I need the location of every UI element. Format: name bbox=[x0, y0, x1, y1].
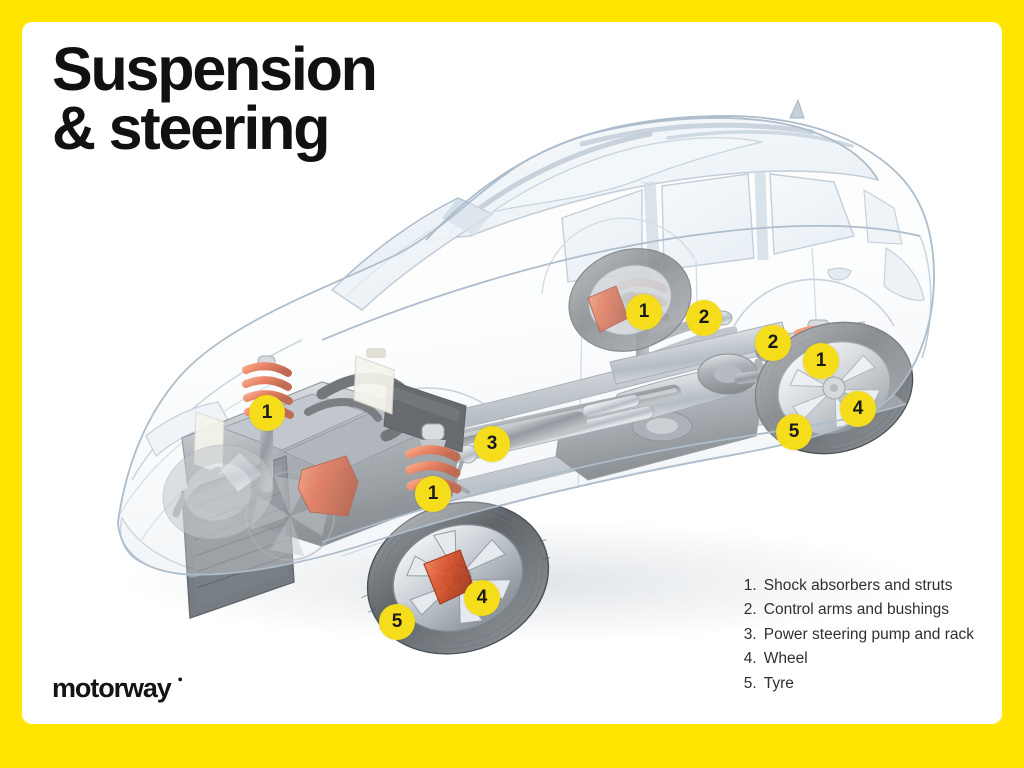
legend-item-number: 4. bbox=[743, 650, 757, 668]
legend-item: 5. Tyre bbox=[744, 672, 974, 696]
callout-badge-5-rear-tyre[interactable]: 5 bbox=[776, 414, 812, 450]
legend-item-label: Shock absorbers and struts bbox=[763, 576, 953, 594]
legend-item-number: 5. bbox=[743, 674, 757, 692]
front-far-wheel bbox=[162, 444, 274, 540]
motorway-logo-wordmark: motorway bbox=[52, 673, 172, 703]
legend-item-label: Control arms and bushings bbox=[763, 601, 950, 619]
legend-item-label: Wheel bbox=[763, 650, 808, 668]
legend-item-number: 1. bbox=[743, 576, 757, 594]
page-title: Suspension & steering bbox=[52, 35, 378, 162]
car-cutaway-illustration bbox=[22, 22, 1002, 724]
callout-badge-2-rear-bushing[interactable]: 2 bbox=[755, 325, 791, 361]
legend-item-label: Power steering pump and rack bbox=[763, 625, 974, 643]
chevron-y-dot-icon bbox=[172, 674, 183, 701]
legend-item-number: 2. bbox=[743, 601, 757, 619]
callout-badge-1-rear-right-shock[interactable]: 1 bbox=[803, 343, 839, 379]
callout-badge-3-steering-rack[interactable]: 3 bbox=[474, 426, 510, 462]
legend-item: 4. Wheel bbox=[744, 647, 974, 671]
callout-badge-4-front-wheel[interactable]: 4 bbox=[464, 580, 500, 616]
legend-list: 1. Shock absorbers and struts 2. Control… bbox=[744, 574, 974, 696]
callout-badge-1-rear-left-shock[interactable]: 1 bbox=[626, 294, 662, 330]
legend-item: 2. Control arms and bushings bbox=[744, 598, 974, 622]
callout-badge-1-front-right-strut[interactable]: 1 bbox=[415, 476, 451, 512]
callout-badge-4-rear-wheel[interactable]: 4 bbox=[840, 391, 876, 427]
callout-badge-1-front-left-strut[interactable]: 1 bbox=[249, 395, 285, 431]
motorway-logo: motorway bbox=[52, 674, 183, 702]
slide-panel: Suspension & steering 1 1 3 4 5 1 2 2 1 … bbox=[22, 22, 1002, 724]
callout-badge-5-front-tyre[interactable]: 5 bbox=[379, 604, 415, 640]
callout-badge-2-rear-control-arm[interactable]: 2 bbox=[686, 300, 722, 336]
legend-item: 1. Shock absorbers and struts bbox=[744, 574, 974, 598]
legend-item: 3. Power steering pump and rack bbox=[744, 623, 974, 647]
legend-item-number: 3. bbox=[743, 625, 757, 643]
legend-item-label: Tyre bbox=[763, 674, 794, 692]
